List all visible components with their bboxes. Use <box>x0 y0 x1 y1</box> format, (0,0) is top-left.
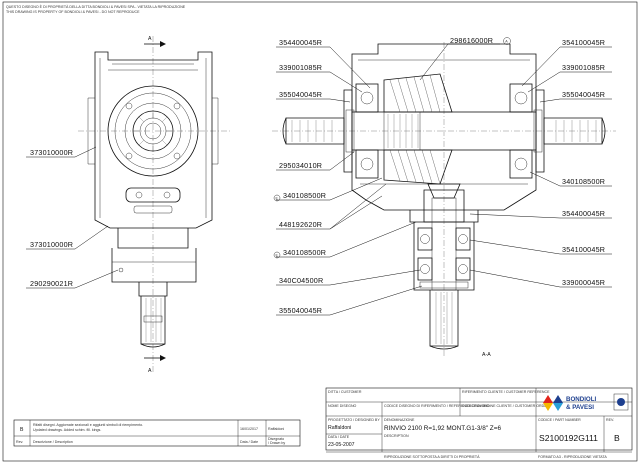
callouts-section-left: 354400045R 339001085R 355040045R 2950340… <box>273 38 423 316</box>
revision-header-drawn-2: / Drawn by <box>268 441 285 445</box>
title-codice-label: CODICE / PART NUMBER <box>538 418 581 422</box>
bondioli-pavesi-logo: BONDIOLI & PAVESI <box>543 393 629 411</box>
title-data-label: DATA / DATE <box>328 435 350 439</box>
title-denominazione-label: DENOMINAZIONE <box>384 418 415 422</box>
callout-sec-left-7: 340108500R <box>283 248 326 257</box>
callout-sec-left-5: 340108500R <box>283 191 326 200</box>
title-ref-drawing-label: CODICE DISEGNO DI RIFERIMENTO / REFERENC… <box>384 404 489 408</box>
revision-description-it: Rifatti disegni. Aggiornate sezionali e … <box>33 423 143 427</box>
logo-line-1: BONDIOLI <box>566 396 597 403</box>
callout-sec-left-9: 355040045R <box>279 306 322 315</box>
title-block: DITTA / CUSTOMER RIFERIMENTO CLIENTE / C… <box>325 387 633 459</box>
callout-sec-right-6: 354100045R <box>562 245 605 254</box>
revision-block: B Rifatti disegni. Aggiornate sezionali … <box>13 419 301 447</box>
revision-drawn-by: Raffaldoni <box>268 427 284 431</box>
front-view: A A <box>78 36 230 374</box>
callout-sec-left-8: 340C04500R <box>279 276 323 285</box>
title-codice-value: S2100192G111 <box>539 433 598 443</box>
header-note-2: THIS DRAWING IS PROPERTY OF BONDIOLI & P… <box>6 10 140 14</box>
callout-sec-right-1: 354100045R <box>562 38 605 47</box>
revision-date: 16/01/2017 <box>240 427 258 431</box>
callout-sec-left-3: 355040045R <box>279 90 322 99</box>
callout-sec-right-2: 339001085R <box>562 63 605 72</box>
title-data-value: 23-05-2007 <box>328 442 355 448</box>
logo-line-2: & PAVESI <box>566 404 594 411</box>
callouts-left: 373010000R 373010000R 290290021R <box>26 146 119 289</box>
title-denominazione-sub: DESCRIPTION <box>384 434 409 438</box>
callout-top-symbol: A <box>505 39 508 43</box>
callout-sec-left-7-flag: E <box>276 254 279 258</box>
revision-description-en: Updated drawings. Added schim. fill. kin… <box>33 428 101 432</box>
revision-header-rev: Rev. <box>16 440 23 444</box>
title-footer-right: FORMATO A3 - RIPRODUZIONE VIETATA <box>538 455 607 459</box>
title-ditta-label: DITTA / CUSTOMER <box>328 390 362 394</box>
revision-header-desc: Descrizione / Description <box>33 440 73 444</box>
logo-triangle-yellow-icon <box>543 403 553 411</box>
title-cod-cliente-label: CODICE DI ORDINE CLIENTE / CUSTOMER ORDE… <box>462 404 550 408</box>
logo-triangle-red-icon <box>543 395 553 403</box>
revision-letter: B <box>20 427 24 433</box>
callout-sec-left-2: 339001085R <box>279 63 322 72</box>
title-denominazione-value: RINVIO 2100 R=1,92 MONT.G1-3/8" Z=6 <box>384 425 501 432</box>
callout-top-number: 298616000R <box>450 36 493 45</box>
title-progettato-value: Raffaldoni <box>328 425 351 431</box>
callout-sec-right-5: 354400045R <box>562 209 605 218</box>
revision-header-drawn-1: Disegnato <box>268 437 284 441</box>
callout-left-2: 373010000R <box>30 240 73 249</box>
callout-top-center: 298616000R A <box>419 36 511 81</box>
callouts-section-right: 354100045R 339001085R 355040045R 3401085… <box>469 38 612 288</box>
callout-sec-right-3: 355040045R <box>562 90 605 99</box>
revision-header-date: Data / Date <box>240 440 258 444</box>
section-label: A-A <box>482 352 491 358</box>
title-rev-value: B <box>614 433 620 443</box>
callout-sec-left-6: 448192620R <box>279 220 322 229</box>
callout-left-3: 290290021R <box>30 279 73 288</box>
callout-sec-left-1: 354400045R <box>279 38 322 47</box>
logo-badge-icon <box>617 398 625 406</box>
logo-triangle-blue-icon <box>553 395 563 403</box>
section-mark-bottom: A <box>148 368 152 374</box>
title-footer-left: RIPRODUZIONE SOTTOPOSTA A DIRITTI DI PRO… <box>384 455 480 459</box>
header-note-1: QUESTO DISEGNO È DI PROPRIETÀ DELLA DITT… <box>6 4 186 9</box>
callout-sec-left-4: 295034010R <box>279 161 322 170</box>
title-rif-cliente-label: RIFERIMENTO CLIENTE / CUSTOMER REFERENCE <box>462 390 550 394</box>
title-nome-disegno-label: NOME DISEGNO <box>328 404 357 408</box>
title-rev-label: REV. <box>606 418 614 422</box>
section-mark-top: A <box>148 36 152 42</box>
callout-sec-right-7: 339000045R <box>562 278 605 287</box>
callout-left-1: 373010000R <box>30 148 73 157</box>
callout-sec-right-4: 340108500R <box>562 177 605 186</box>
logo-triangle-cyan-icon <box>553 403 563 411</box>
title-progettato-label: PROGETTATO / DESIGNED BY <box>328 418 380 422</box>
callout-sec-left-5-flag: E <box>276 197 279 201</box>
